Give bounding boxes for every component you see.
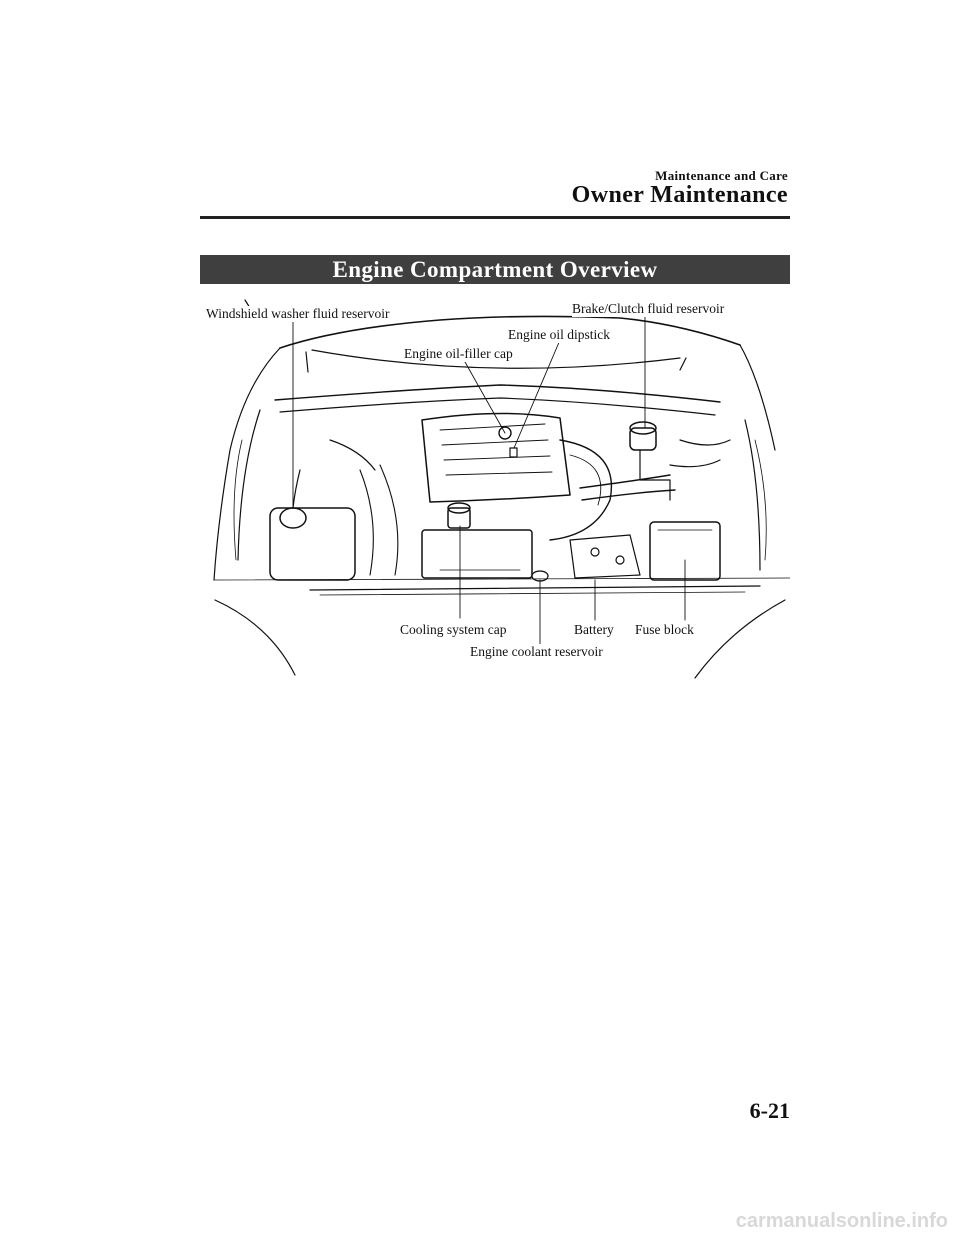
callout-battery: Battery xyxy=(574,622,614,638)
section-banner: Engine Compartment Overview xyxy=(200,255,790,284)
callout-fuse-block: Fuse block xyxy=(635,622,694,638)
callout-oil-filler-cap: Engine oil-filler cap xyxy=(404,346,513,362)
callout-cooling-system-cap: Cooling system cap xyxy=(400,622,507,638)
callout-washer-reservoir: Windshield washer fluid reservoir xyxy=(206,306,390,322)
watermark: carmanualsonline.info xyxy=(735,1210,948,1232)
callout-oil-dipstick: Engine oil dipstick xyxy=(508,327,610,343)
engine-compartment-figure: Windshield washer fluid reservoir Brake/… xyxy=(200,290,790,680)
callout-coolant-reservoir: Engine coolant reservoir xyxy=(470,644,603,660)
header-rule xyxy=(200,216,790,219)
engine-illustration xyxy=(213,299,790,679)
page-number: 6-21 xyxy=(749,1098,790,1123)
callout-brake-clutch-reservoir: Brake/Clutch fluid reservoir xyxy=(572,301,725,317)
banner-title: Engine Compartment Overview xyxy=(332,256,658,282)
chapter-title: Maintenance and Care xyxy=(655,168,788,183)
section-title: Owner Maintenance xyxy=(571,182,788,208)
